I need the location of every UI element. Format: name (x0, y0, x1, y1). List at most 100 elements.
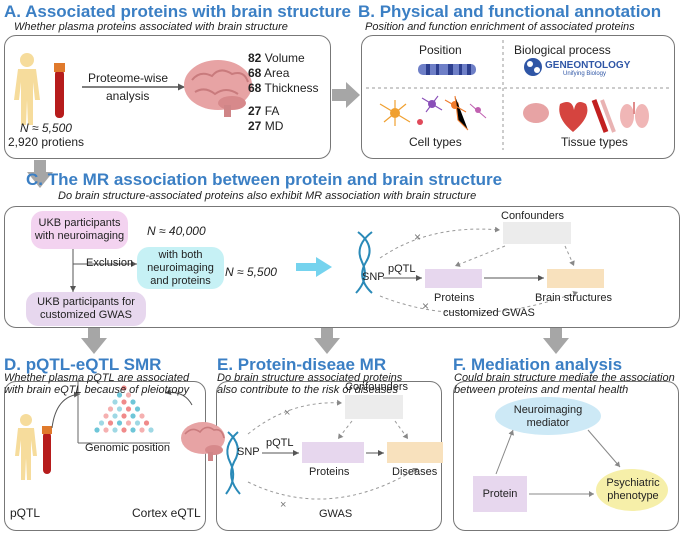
both-pill: with both neuroimaging and proteins (137, 247, 224, 289)
ukb-gwas-pill: UKB participants for customized GWAS (26, 292, 146, 326)
mediator-label: Neuroimaging mediator (513, 404, 583, 429)
confounders-label-c: Confounders (501, 210, 564, 222)
manhattan-dot (107, 406, 114, 412)
pqtl-label-e: pQTL (266, 437, 294, 449)
manhattan-dot (121, 399, 127, 405)
svg-text:×: × (422, 299, 429, 313)
psychiatric-ellipse (596, 469, 668, 511)
panel-a-title: A. Associated proteins with brain struct… (4, 2, 351, 21)
panel-f-subtitle: Could brain structure mediate the associ… (454, 372, 675, 396)
manhattan-dot (112, 413, 118, 419)
brain-icon-d (181, 422, 225, 461)
person-icon-d (15, 414, 37, 480)
dna-icon (355, 231, 373, 294)
proteins-label-e: Proteins (309, 466, 350, 478)
bio-process-label: Biological process (514, 43, 611, 57)
person-icon (14, 53, 40, 125)
mediator-ellipse (495, 397, 601, 435)
confounders-label-e: Confounders (345, 381, 408, 393)
analysis-label: analysis (106, 89, 150, 103)
diseases-label-e: Diseases (392, 466, 438, 478)
manhattan-dot (139, 413, 145, 419)
position-label: Position (419, 43, 462, 57)
cortex-eqtl-label: Cortex eQTL (132, 506, 201, 520)
snp-label-c: SNP (362, 271, 385, 283)
proteins-label-c: Proteins (434, 292, 475, 304)
manhattan-dot (121, 413, 127, 419)
svg-text:×: × (284, 407, 290, 419)
proteome-label: Proteome-wise (88, 71, 169, 85)
panel-b-subtitle: Position and function enrichment of asso… (365, 21, 635, 33)
metric-thickness: 68 Thickness (248, 81, 319, 95)
cell-types-label: Cell types (409, 135, 462, 149)
panel-c-title: C. The MR association between protein an… (26, 170, 503, 189)
svg-text:×: × (280, 499, 286, 511)
svg-text:×: × (414, 230, 421, 244)
confounders-box-e (345, 395, 403, 419)
metric-area: 68 Area (248, 66, 290, 80)
manhattan-dot (148, 427, 154, 433)
manhattan-dot (125, 392, 132, 398)
manhattan-dot (94, 427, 100, 433)
tissue-types-label: Tissue types (561, 135, 628, 149)
genomic-position-label: Genomic position (85, 442, 170, 454)
gene-ontology-logo: GENEONTOLOGY (545, 60, 631, 71)
manhattan-dot (121, 427, 127, 433)
manhattan-dot (103, 427, 109, 433)
metrics-list: 82 Volume 68 Area 68 Thickness 27 FA 27 … (248, 51, 319, 134)
manhattan-plot (77, 380, 170, 444)
blood-tube-icon-d (42, 426, 52, 474)
tissue-types-icon (523, 99, 649, 133)
manhattan-dot (134, 420, 141, 426)
panel-a-subtitle: Whether plasma proteins associated with … (14, 21, 288, 33)
manhattan-dot (130, 399, 136, 405)
brain-structures-box (547, 269, 604, 288)
manhattan-dot (130, 427, 136, 433)
manhattan-dot (125, 420, 132, 426)
manhattan-dot (125, 406, 132, 412)
psychiatric-label: Psychiatric phenotype (606, 477, 660, 502)
manhattan-dot (143, 420, 150, 426)
pqtl-label-c: pQTL (388, 263, 416, 275)
proteins-box (425, 269, 482, 288)
flow-arrow-c-to-f (543, 328, 569, 354)
n-40000-label: N ≈ 40,000 (147, 224, 206, 238)
manhattan-dot (116, 392, 123, 398)
pqtl-label-d: pQTL (10, 506, 41, 520)
manhattan-dot (112, 399, 118, 405)
chromosome-icon (418, 64, 476, 75)
proteins-box-e (302, 442, 364, 463)
metric-volume: 82 Volume (248, 51, 305, 65)
manhattan-dot (98, 420, 105, 426)
cell-types-icon (379, 95, 487, 131)
protein-label-f: Protein (482, 487, 518, 500)
proteins-count: 2,920 protiens (8, 135, 85, 149)
snp-label-e: SNP (237, 446, 260, 458)
flow-arrow-a-to-b (332, 82, 360, 108)
manhattan-dot (134, 406, 141, 412)
panel-c-subtitle: Do brain structure-associated proteins a… (58, 190, 477, 202)
gene-ontology-logo-icon (524, 58, 542, 76)
manhattan-dot (130, 413, 136, 419)
metric-fa: 27 FA (248, 104, 280, 118)
manhattan-dot (121, 385, 127, 391)
manhattan-dot (116, 420, 123, 426)
confounders-box (503, 222, 571, 244)
n-5500-label: N ≈ 5,500 (225, 265, 277, 279)
n-label-a: N ≈ 5,500 (20, 121, 72, 135)
transition-arrow (296, 257, 332, 277)
panel-b-title: B. Physical and functional annotation (358, 2, 662, 21)
manhattan-dots (94, 385, 154, 433)
exclusion-label: Exclusion (86, 257, 134, 269)
brain-icon (184, 60, 252, 117)
ukb-neuroimaging-pill: UKB participants with neuroimaging (31, 211, 128, 249)
manhattan-dot (116, 406, 123, 412)
protein-box-f (473, 476, 527, 512)
panel-f-title: F. Mediation analysis (453, 355, 623, 374)
metric-md: 27 MD (248, 119, 284, 133)
manhattan-dot (103, 413, 109, 419)
manhattan-dot (139, 427, 145, 433)
